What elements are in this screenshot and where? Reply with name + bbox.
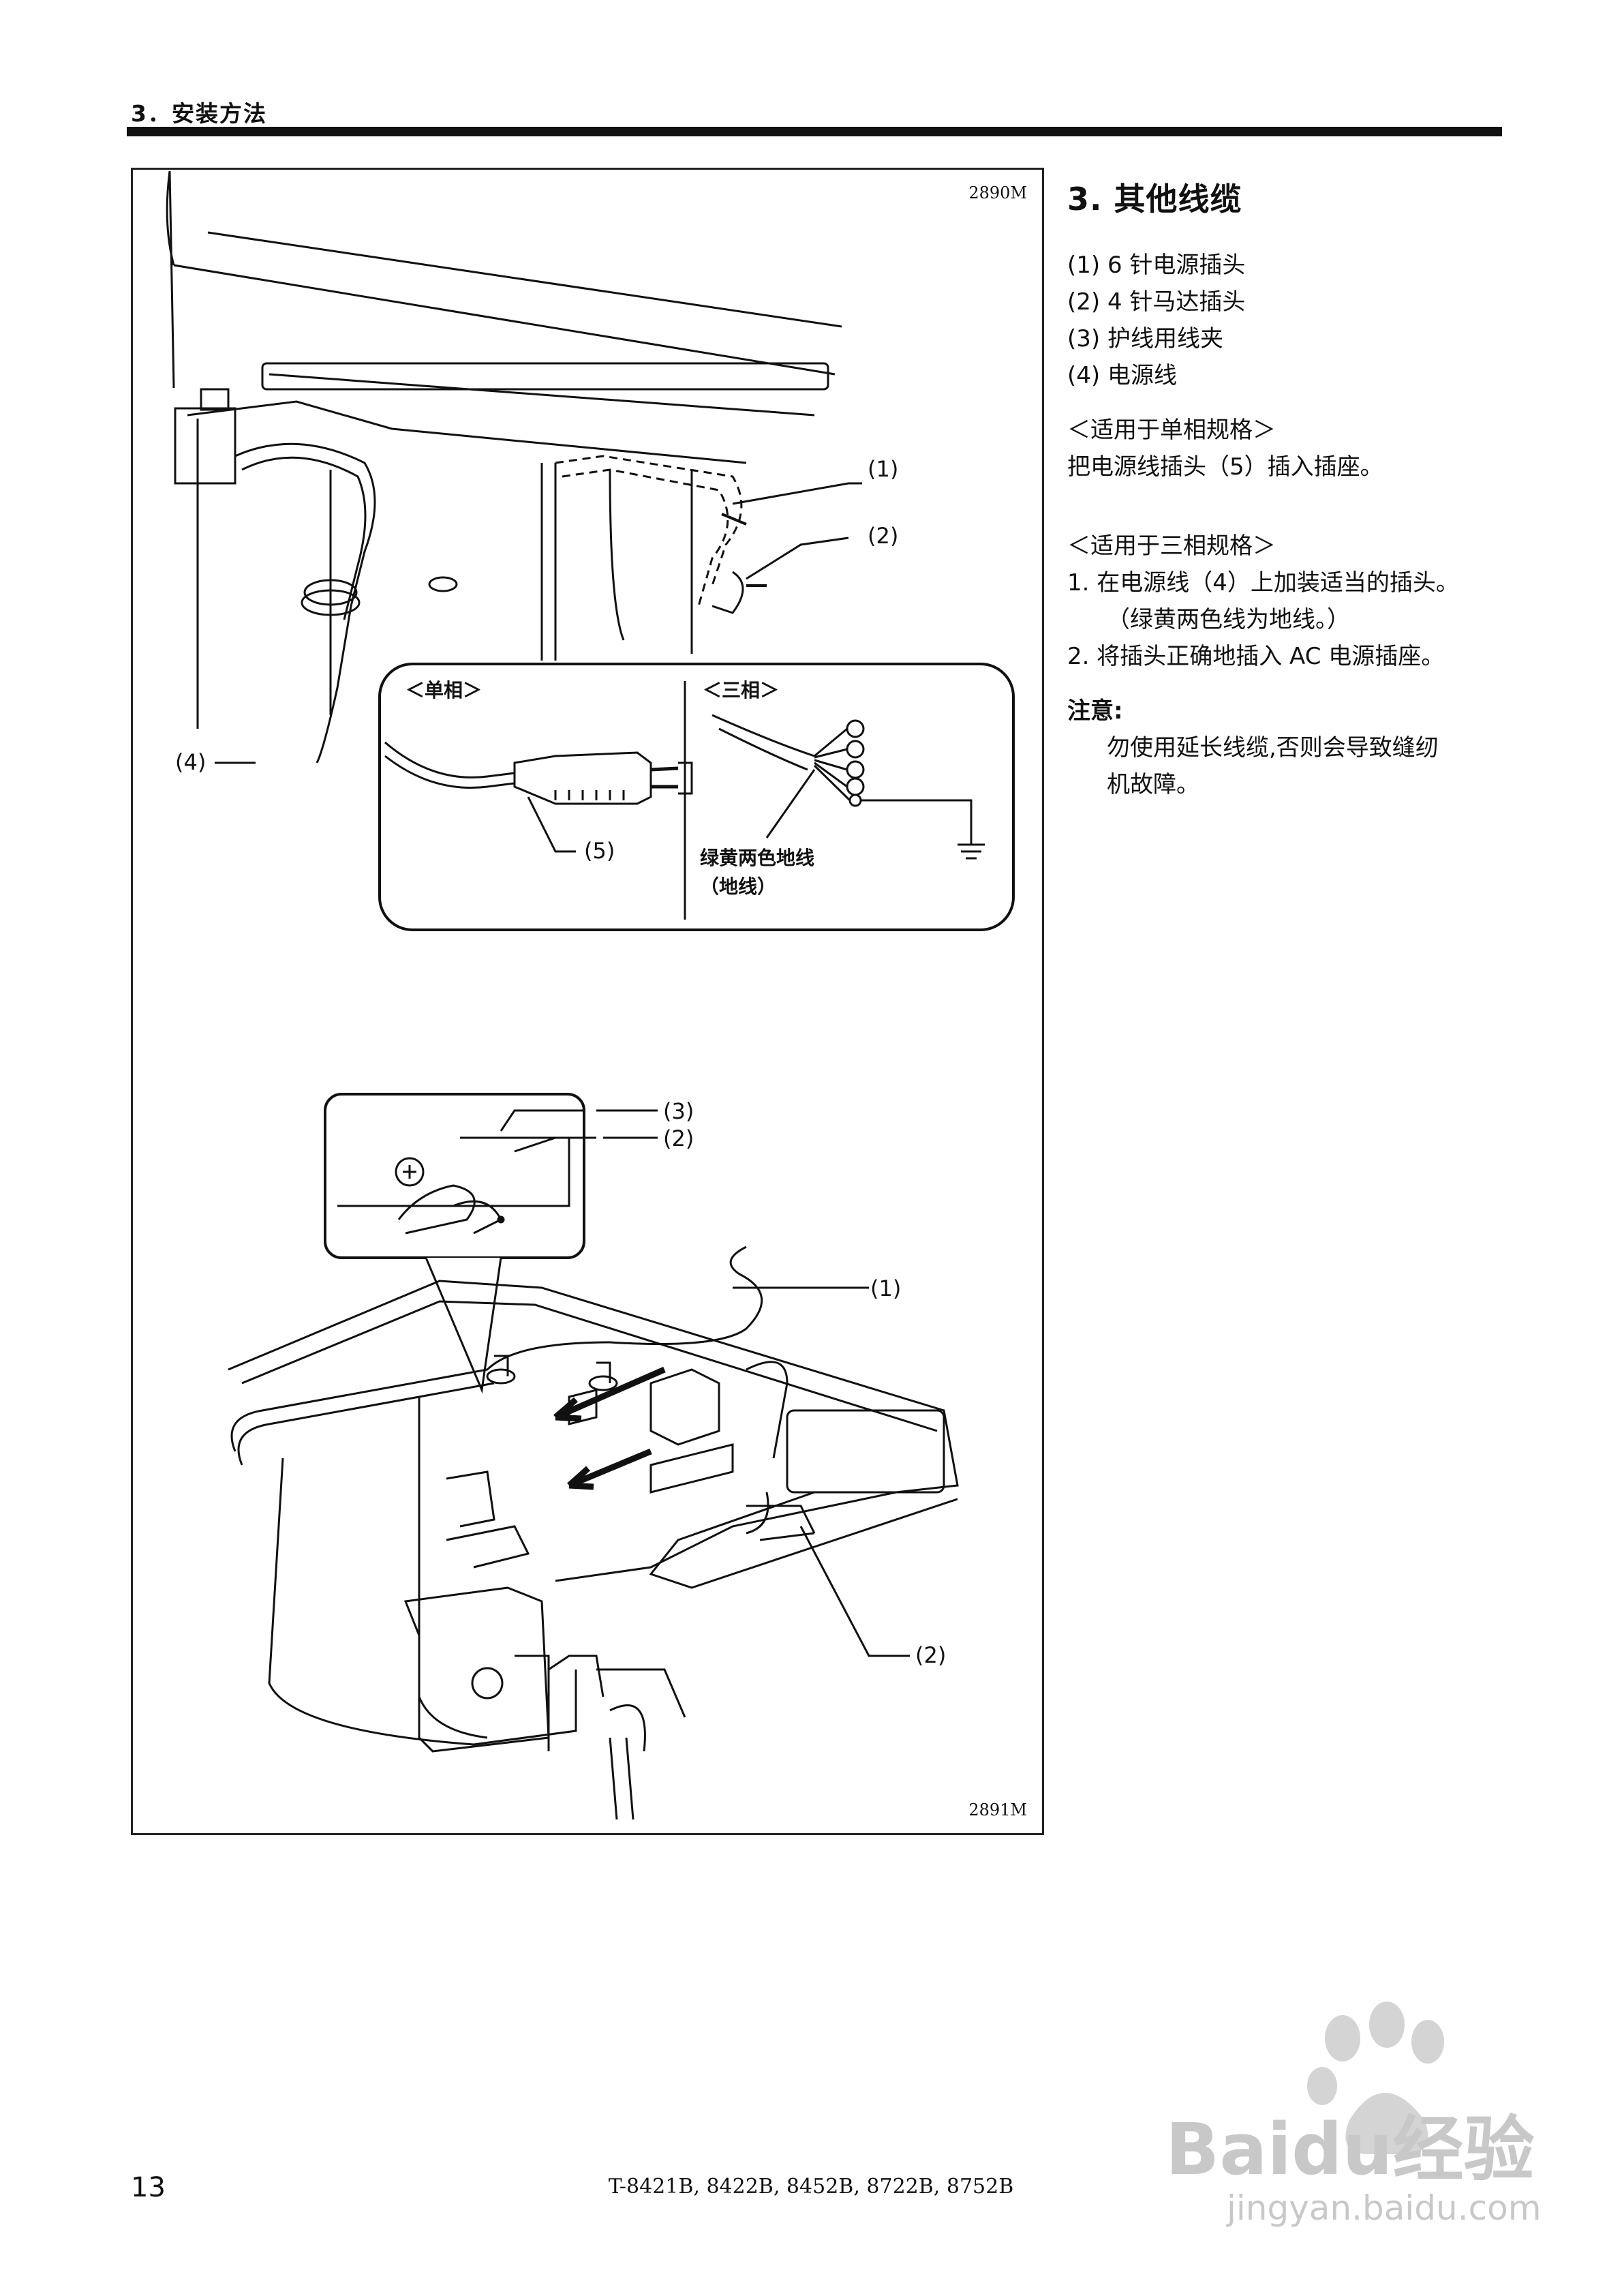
callout-2-inset: (2) <box>663 1126 694 1151</box>
note-heading: 注意: <box>1067 697 1123 725</box>
item-1: (1) 6 针电源插头 <box>1067 252 1246 279</box>
callout-1-top: (1) <box>868 456 899 482</box>
note-text-1: 勿使用延长线缆,否则会导致缝纫 <box>1107 734 1439 761</box>
three-phase-heading: ＜适用于三相规格＞ <box>1067 532 1276 560</box>
callout-4: (4) <box>175 749 206 775</box>
callout-3: (3) <box>663 1098 694 1124</box>
ground-wire-label: 绿黄两色地线 <box>700 847 815 869</box>
single-phase-heading: ＜适用于单相规格＞ <box>1067 417 1276 444</box>
figure-id-bottom: 2891M <box>968 1800 1027 1819</box>
baidu-watermark: Baidu经验 jingyan.baidu.com <box>1118 1977 1542 2263</box>
callout-2-bottom: (2) <box>915 1642 947 1668</box>
item-3: (3) 护线用线夹 <box>1067 325 1223 352</box>
table-underside-drawing <box>166 170 862 764</box>
watermark-url: jingyan.baidu.com <box>1227 2188 1542 2228</box>
plug-inset-panel <box>378 663 1015 931</box>
page-number: 13 <box>131 2172 166 2203</box>
callout-5: (5) <box>584 838 615 864</box>
callout-2-top: (2) <box>868 523 899 549</box>
callout-1-bottom: (1) <box>870 1275 902 1301</box>
watermark-brand: Baidu经验 <box>1165 2108 1535 2191</box>
figure-box: 2890M (1) (2) (4) (5) ＜单相＞ ＜三相＞ 绿黄两色地线 （… <box>131 168 1044 1835</box>
item-2: (2) 4 针马达插头 <box>1067 288 1246 316</box>
single-phase-text: 把电源线插头（5）插入插座。 <box>1067 453 1383 481</box>
section-title: 3. 其他线缆 <box>1067 181 1242 217</box>
instructions-column: 3. 其他线缆 (1) 6 针电源插头 (2) 4 针马达插头 (3) 护线用线… <box>1067 175 1503 803</box>
ground-wire-sublabel: （地线） <box>700 875 777 898</box>
figure-id-top: 2890M <box>968 183 1027 202</box>
model-list: T-8421B, 8422B, 8452B, 8722B, 8752B <box>608 2175 1014 2199</box>
paw-logo-icon <box>1307 2002 1444 2154</box>
header-rule <box>127 127 1502 136</box>
three-phase-step-1: 1. 在电源线（4）上加装适当的插头。 <box>1067 569 1459 596</box>
item-4: (4) 电源线 <box>1067 362 1177 389</box>
three-phase-step-2: 2. 将插头正确地插入 AC 电源插座。 <box>1067 643 1445 670</box>
single-phase-label: ＜单相＞ <box>406 679 483 701</box>
section-header: 3．安装方法 <box>131 100 267 127</box>
note-text-2: 机故障。 <box>1107 771 1199 798</box>
machine-head-drawing <box>228 1093 959 1820</box>
installation-diagram <box>166 170 1015 1820</box>
three-phase-label: ＜三相＞ <box>703 679 780 701</box>
three-phase-step-1-note: （绿黄两色线为地线。） <box>1107 606 1350 633</box>
